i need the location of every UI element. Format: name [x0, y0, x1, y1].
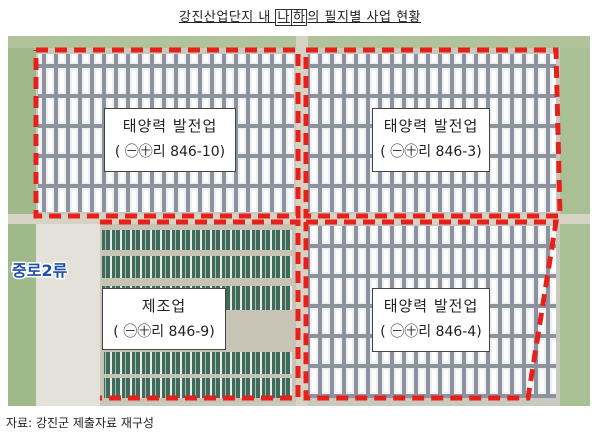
- aerial-map: 중로2류 태양력 발전업 ( ㊀㊉리 846-10) 태양력 발전업 ( ㊀㊉리…: [8, 36, 590, 406]
- title-suffix: 의 필지별 사업 현황: [307, 10, 421, 25]
- parcel-label-ne: 태양력 발전업 ( ㊀㊉리 846-3): [372, 108, 490, 172]
- parcel-use: 제조업: [141, 297, 187, 315]
- boundary-nw: [33, 47, 301, 219]
- factory-roof-1: [102, 230, 292, 250]
- parcel-lot: ( ㊀㊉리 846-4): [380, 324, 482, 340]
- factory-roof-2: [102, 256, 292, 278]
- parcel-label-factory: 제조업 ( ㊀㊉리 846-9): [102, 288, 226, 350]
- title-prefix: 강진산업단지 내: [178, 10, 276, 25]
- parcel-label-se: 태양력 발전업 ( ㊀㊉리 846-4): [372, 288, 490, 352]
- road-label: 중로2류: [12, 261, 68, 280]
- title-boxed-1: 나: [275, 9, 292, 26]
- source-note: 자료: 강진군 제출자료 재구성: [6, 416, 154, 430]
- parcel-use: 태양력 발전업: [383, 117, 479, 135]
- parcel-use: 태양력 발전업: [383, 297, 479, 315]
- boundary-factory: [100, 219, 301, 401]
- boundary-ne: [303, 47, 563, 219]
- parcel-lot: ( ㊀㊉리 846-10): [114, 144, 226, 160]
- boundary-se: [303, 219, 559, 401]
- parcel-lot: ( ㊀㊉리 846-3): [380, 144, 482, 160]
- factory-roof-4: [104, 352, 292, 374]
- factory-roof-5: [104, 378, 292, 398]
- parcel-label-nw: 태양력 발전업 ( ㊀㊉리 846-10): [104, 108, 236, 172]
- road-horizontal: [8, 214, 590, 224]
- title-boxed-2: 하: [290, 9, 308, 26]
- parcel-use: 태양력 발전업: [122, 117, 218, 135]
- road-left: [36, 224, 100, 406]
- parcel-lot: ( ㊀㊉리 846-9): [113, 324, 215, 340]
